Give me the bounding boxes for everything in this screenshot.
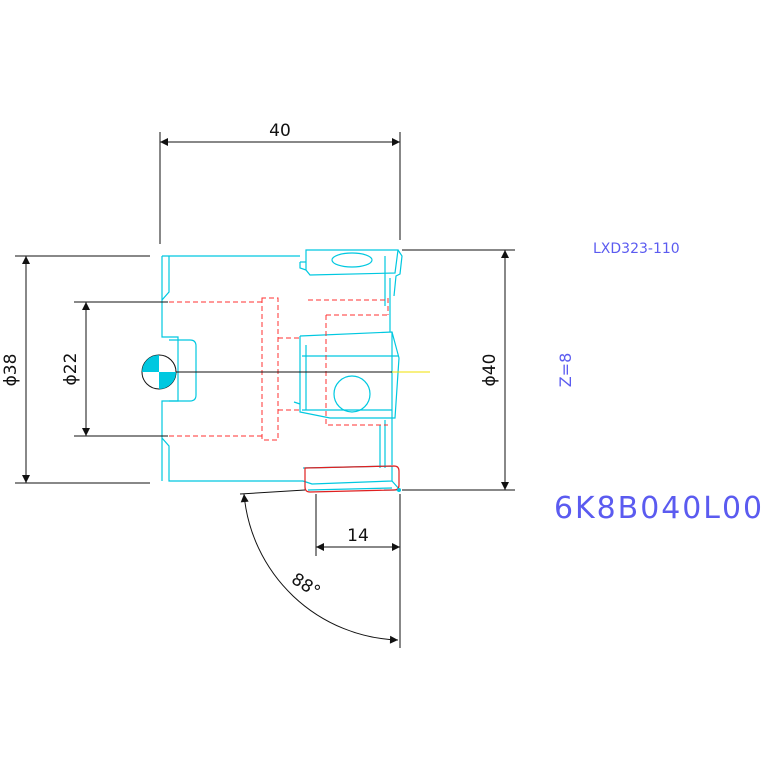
corner-mark-icon bbox=[397, 488, 401, 492]
dim-bore-diameter: ϕ22 bbox=[61, 353, 81, 386]
part-code-label: LXD323-110 bbox=[593, 241, 680, 257]
order-code-label: 6K8B040L00 bbox=[554, 491, 764, 526]
dim-angle: 88° bbox=[288, 569, 324, 602]
dim-cutting-diameter: ϕ40 bbox=[480, 354, 500, 387]
dim-overall-length: 40 bbox=[269, 121, 291, 141]
dim-outer-diameter: ϕ38 bbox=[1, 354, 21, 387]
dim-flute-depth: 14 bbox=[347, 526, 369, 546]
part-outline bbox=[161, 249, 403, 491]
hidden-lines bbox=[169, 297, 389, 441]
dimension-lines bbox=[15, 132, 515, 648]
teeth-count-label: Z=8 bbox=[556, 353, 575, 388]
center-mark-icon bbox=[141, 354, 177, 390]
